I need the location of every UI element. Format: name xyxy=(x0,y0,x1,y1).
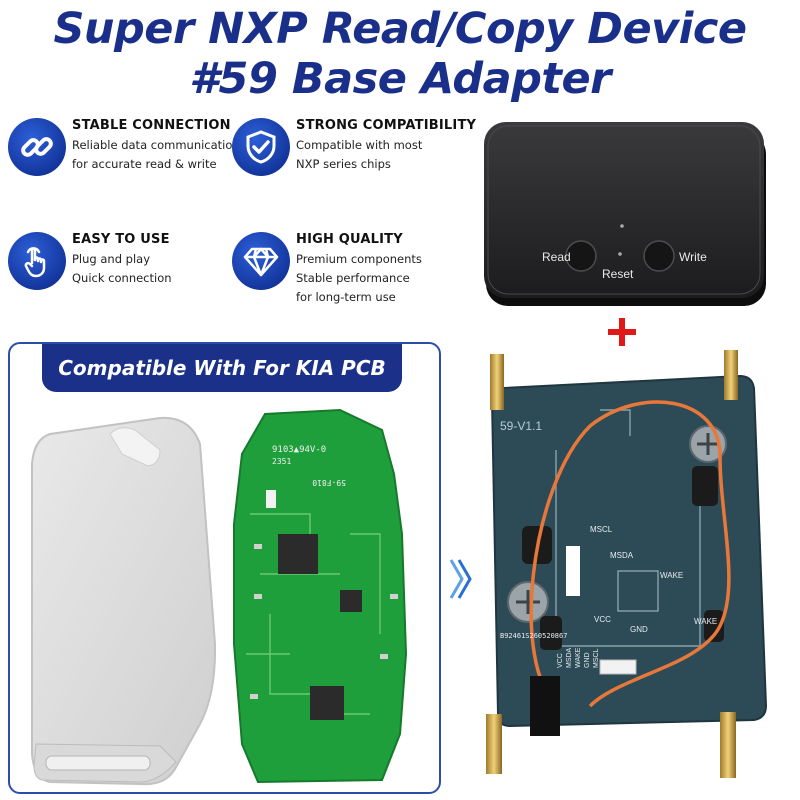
nxp-read-copy-device: Read Write Reset xyxy=(484,122,766,306)
pad-label: GND xyxy=(630,625,648,634)
header-pin-label: GND xyxy=(584,652,591,668)
header-pin-label: MSCL xyxy=(593,648,600,668)
feature-heading: HIGH QUALITY xyxy=(296,232,403,247)
pcb-marking: 2351 xyxy=(272,457,291,466)
page-title-line1: Super NXP Read/Copy Device xyxy=(53,4,747,54)
kia-key-and-pcb: 9103▲94V-0 2351 59-F810 xyxy=(31,408,408,786)
feature-text: NXP series chips xyxy=(296,157,391,171)
chevron-right-icon xyxy=(449,559,472,599)
plus-icon xyxy=(608,318,636,346)
read-label: Read xyxy=(542,250,571,264)
feature-text: Premium components xyxy=(296,252,422,266)
board-label: 59-V1.1 xyxy=(500,419,542,433)
header-pin-label: VCC xyxy=(557,653,564,668)
shield-check-icon xyxy=(232,118,290,176)
pad-label: WAKE xyxy=(694,617,717,626)
hand-pointer-icon xyxy=(8,232,66,290)
kia-banner: Compatible With For KIA PCB xyxy=(42,344,402,392)
pad-label: MSDA xyxy=(610,551,634,560)
feature-text: Compatible with most xyxy=(296,138,423,152)
base-adapter-board: 59-V1.1 MSCL MSDA WAKE VCC GND WAKE B924… xyxy=(486,350,768,778)
key-shell-image xyxy=(31,416,217,786)
write-button[interactable] xyxy=(643,240,675,272)
feature-text: for accurate read & write xyxy=(72,157,217,171)
feature-text: Stable performance xyxy=(296,271,410,285)
pcb-marking: 9103▲94V-0 xyxy=(272,445,326,455)
feature-text: Reliable data communication xyxy=(72,138,240,152)
diamond-icon xyxy=(232,232,290,290)
feature-text: for long-term use xyxy=(296,290,396,304)
feature-heading: STABLE CONNECTION xyxy=(72,118,231,133)
feature-text: Plug and play xyxy=(72,252,151,266)
pad-label: VCC xyxy=(594,615,611,624)
header-pin-label: WAKE xyxy=(575,647,582,668)
read-button[interactable] xyxy=(565,240,597,272)
kia-pcb-image: 9103▲94V-0 2351 59-F810 xyxy=(233,408,408,784)
feature-heading: STRONG COMPATIBILITY xyxy=(296,118,477,133)
kia-compatibility-panel: Compatible With For KIA PCB xyxy=(8,342,441,794)
header-pin-label: MSDA xyxy=(566,647,573,668)
serial-number: B92461S260520867 xyxy=(500,632,567,640)
chain-link-icon xyxy=(8,118,66,176)
pad-label: WAKE xyxy=(660,571,683,580)
reset-label: Reset xyxy=(602,267,634,281)
pad-label: MSCL xyxy=(590,525,613,534)
pcb-marking: 59-F810 xyxy=(312,478,346,487)
feature-text: Quick connection xyxy=(72,271,172,285)
page-title-line2: #59 Base Adapter xyxy=(189,54,611,104)
feature-heading: EASY TO USE xyxy=(72,232,170,247)
write-label: Write xyxy=(679,250,707,264)
